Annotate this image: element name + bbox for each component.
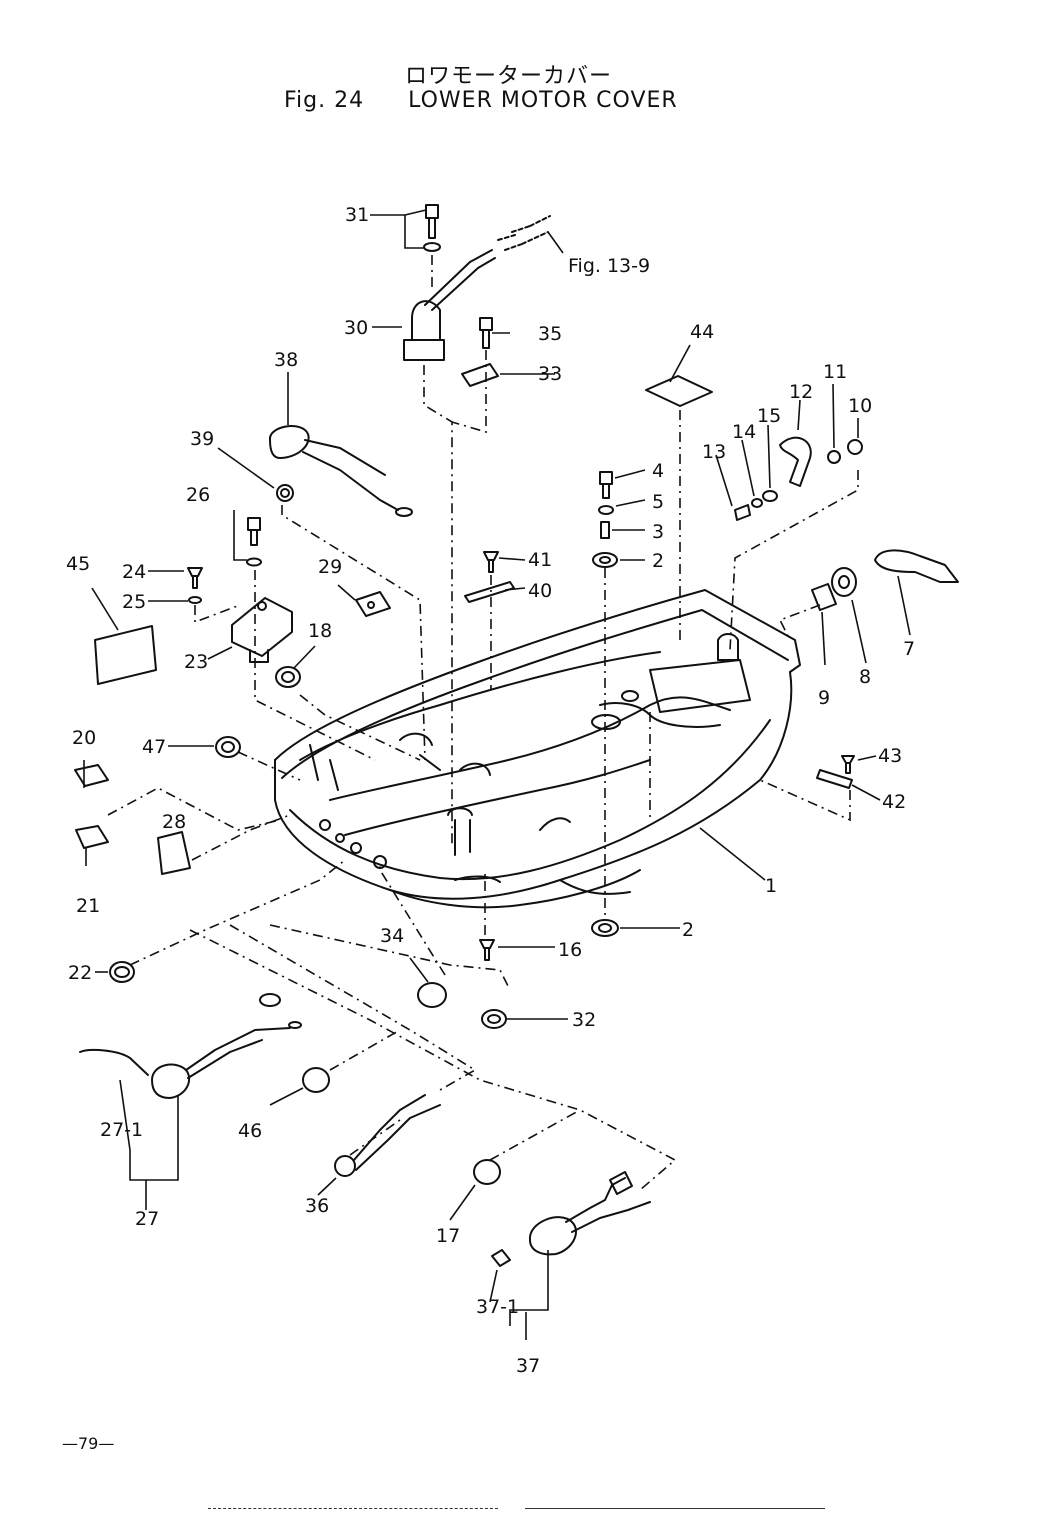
part-label-12: 12: [789, 381, 813, 403]
part-label-35: 35: [538, 323, 562, 345]
part-label-44: 44: [690, 321, 714, 343]
part-label-2-lower: 2: [682, 919, 694, 941]
part-label-22: 22: [68, 962, 92, 984]
lower-cover-body: [274, 589, 801, 909]
part-label-1: 1: [765, 875, 777, 897]
title-japanese: ロワモーターカバー: [405, 64, 613, 89]
part-label-21: 21: [76, 895, 100, 917]
page-number: —79—: [62, 1434, 115, 1453]
part-label-8: 8: [859, 666, 871, 688]
part-label-39: 39: [190, 428, 214, 450]
part-label-29: 29: [318, 556, 342, 578]
part-label-37: 37: [516, 1355, 540, 1377]
part-label-37-1: 37-1: [476, 1296, 519, 1318]
part-label-4: 4: [652, 460, 664, 482]
part-label-38: 38: [274, 349, 298, 371]
part-label-43: 43: [878, 745, 902, 767]
part-label-17: 17: [436, 1225, 460, 1247]
part-label-30: 30: [344, 317, 368, 339]
footer-rule-left: [208, 1508, 498, 1509]
part-label-9: 9: [818, 687, 830, 709]
part-label-24: 24: [122, 561, 146, 583]
part-label-5: 5: [652, 491, 664, 513]
figure-title-english: LOWER MOTOR COVER: [408, 88, 678, 113]
part-label-34: 34: [380, 925, 404, 947]
reference-fig-13-9: Fig. 13-9: [568, 255, 650, 277]
part-label-36: 36: [305, 1195, 329, 1217]
part-label-46: 46: [238, 1120, 262, 1142]
part-label-2-upper: 2: [652, 550, 664, 572]
part-label-32: 32: [572, 1009, 596, 1031]
part-label-14: 14: [732, 421, 756, 443]
part-label-41: 41: [528, 549, 552, 571]
part-label-11: 11: [823, 361, 847, 383]
part-label-7: 7: [903, 638, 915, 660]
part-label-16: 16: [558, 939, 582, 961]
part-label-10: 10: [848, 395, 872, 417]
figure-number: Fig. 24: [284, 88, 365, 113]
part-label-42: 42: [882, 791, 906, 813]
part-label-45: 45: [66, 553, 90, 575]
part-label-31: 31: [345, 204, 369, 226]
part-label-15: 15: [757, 405, 781, 427]
part-label-25: 25: [122, 591, 146, 613]
part-label-18: 18: [308, 620, 332, 642]
part-label-47: 47: [142, 736, 166, 758]
part-label-27: 27: [135, 1208, 159, 1230]
part-label-3: 3: [652, 521, 664, 543]
part-label-28: 28: [162, 811, 186, 833]
part-label-40: 40: [528, 580, 552, 602]
part-label-20: 20: [72, 727, 96, 749]
part-label-27-1: 27-1: [100, 1119, 143, 1141]
footer-rule-right: [525, 1508, 825, 1509]
part-label-33: 33: [538, 363, 562, 385]
part-label-23: 23: [184, 651, 208, 673]
figure-title: Fig. 24 LOWER MOTOR COVER: [284, 88, 678, 113]
part-label-13: 13: [702, 441, 726, 463]
part-label-26: 26: [186, 484, 210, 506]
